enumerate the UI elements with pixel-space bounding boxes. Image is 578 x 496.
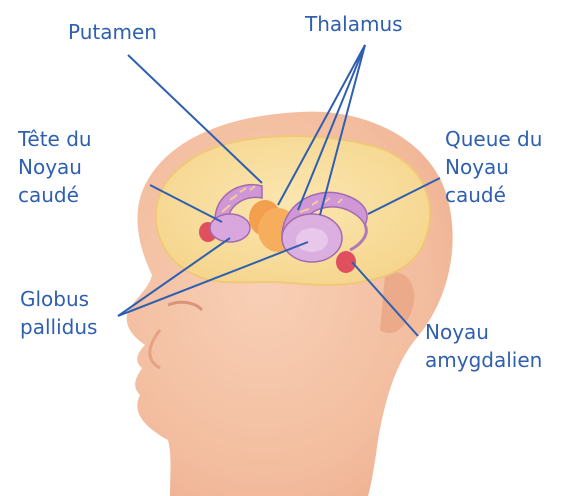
label-amygdala-line2: amygdalien [425, 346, 542, 374]
label-thalamus: Thalamus [305, 10, 403, 38]
label-thalamus-text: Thalamus [305, 10, 403, 38]
label-amygdala: Noyau amygdalien [425, 318, 542, 374]
label-caudate-head-line2: Noyau [18, 153, 92, 181]
label-caudate-head-line1: Tête du [18, 125, 92, 153]
label-caudate-tail-line1: Queue du [445, 125, 542, 153]
label-globus-line1: Globus [20, 285, 97, 313]
label-caudate-head: Tête du Noyau caudé [18, 125, 92, 209]
label-amygdala-line1: Noyau [425, 318, 542, 346]
label-putamen: Putamen [68, 18, 157, 46]
label-caudate-tail-line3: caudé [445, 181, 542, 209]
label-caudate-head-line3: caudé [18, 181, 92, 209]
globus-pallidus-right [296, 228, 328, 252]
label-caudate-tail-line2: Noyau [445, 153, 542, 181]
label-caudate-tail: Queue du Noyau caudé [445, 125, 542, 209]
label-globus-line2: pallidus [20, 313, 97, 341]
label-putamen-text: Putamen [68, 18, 157, 46]
label-globus-pallidus: Globus pallidus [20, 285, 97, 341]
